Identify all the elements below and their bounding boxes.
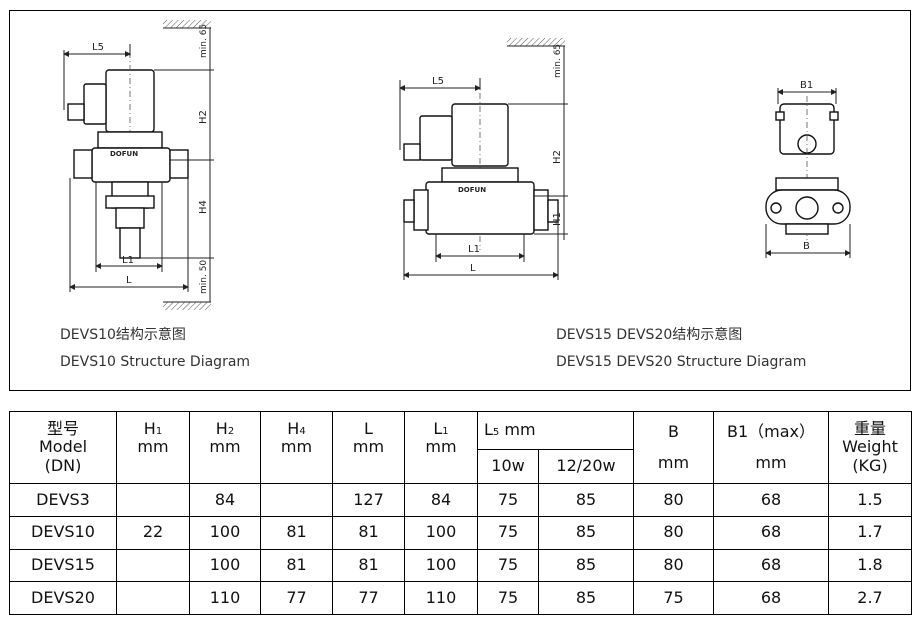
value-cell: 81 — [260, 548, 333, 583]
structure-drawings: DOFUN L5 L1 L min. 65 H2 H4 min. 50 — [63, 20, 851, 310]
devs10-drawing: DOFUN L5 L1 L min. 65 H2 H4 min. 50 — [63, 20, 214, 310]
model-cell: DEVS10 — [9, 515, 117, 550]
devs15-20-drawing: DOFUN L5 L1 L min. 65 H2 H1 — [399, 38, 568, 280]
value-cell: 75 — [633, 581, 714, 615]
header-l5-10w: 10w — [477, 449, 539, 484]
value-cell: 100 — [189, 548, 261, 583]
header-h2: H2 mm — [189, 411, 261, 484]
value-cell: 110 — [189, 581, 261, 615]
devs10-min50-label: min. 50 — [199, 260, 209, 294]
value-cell: 81 — [332, 548, 405, 583]
spec-table: 型号 Model (DN) H1 mm H2 mm H4 mm L mm L1 … — [9, 411, 912, 615]
value-cell: 2.7 — [828, 581, 912, 615]
value-cell: 75 — [477, 483, 539, 517]
value-cell: 85 — [538, 483, 634, 517]
value-cell: 127 — [332, 483, 405, 517]
value-cell: 77 — [332, 581, 405, 615]
devs10-brand: DOFUN — [110, 150, 138, 158]
value-cell — [116, 548, 190, 583]
table-header-row-1: 型号 Model (DN) H1 mm H2 mm H4 mm L mm L1 … — [9, 411, 912, 484]
devs10-min65-label: min. 65 — [199, 24, 209, 58]
value-cell: 84 — [404, 483, 478, 517]
model-cell: DEVS20 — [9, 581, 117, 615]
value-cell: 68 — [713, 581, 829, 615]
value-cell — [116, 483, 190, 517]
value-cell: 75 — [477, 581, 539, 615]
value-cell: 81 — [332, 515, 405, 550]
value-cell: 84 — [189, 483, 261, 517]
value-cell: 80 — [633, 515, 714, 550]
value-cell: 85 — [538, 548, 634, 583]
header-l1: L1 mm — [404, 411, 478, 484]
value-cell: 68 — [713, 548, 829, 583]
value-cell: 85 — [538, 581, 634, 615]
header-l5: L5 mm — [477, 411, 634, 450]
value-cell: 100 — [404, 515, 478, 550]
header-h4: H4 mm — [260, 411, 333, 484]
header-model: 型号 Model (DN) — [9, 411, 117, 484]
value-cell: 68 — [713, 515, 829, 550]
devs15-20-caption-cn: DEVS15 DEVS20结构示意图 — [556, 327, 743, 343]
devs10-h4-label: H4 — [198, 200, 209, 214]
value-cell: 1.7 — [828, 515, 912, 550]
devs10-l-label: L — [126, 275, 132, 286]
header-h1: H1 mm — [116, 411, 190, 484]
side-b-label: B — [803, 241, 810, 252]
model-cell: DEVS3 — [9, 483, 117, 517]
value-cell: 100 — [189, 515, 261, 550]
value-cell — [260, 483, 333, 517]
value-cell: 80 — [633, 483, 714, 517]
header-l5-12-20w: 12/20w — [538, 449, 634, 484]
devs15-l-label: L — [470, 263, 476, 274]
value-cell: 22 — [116, 515, 190, 550]
devs10-h2-label: H2 — [198, 110, 209, 124]
value-cell: 110 — [404, 581, 478, 615]
devs15-min65-label: min. 65 — [553, 44, 563, 78]
devs15-l5-label: L5 — [432, 76, 444, 87]
devs10-caption-cn: DEVS10结构示意图 — [60, 327, 186, 343]
header-b: B mm — [633, 411, 714, 484]
devs15-20-caption-en: DEVS15 DEVS20 Structure Diagram — [556, 354, 807, 370]
side-b1-label: B1 — [800, 80, 813, 91]
value-cell: 68 — [713, 483, 829, 517]
devs10-l1-label: L1 — [122, 255, 134, 266]
value-cell: 75 — [477, 548, 539, 583]
value-cell: 1.5 — [828, 483, 912, 517]
value-cell: 80 — [633, 548, 714, 583]
devs10-caption-en: DEVS10 Structure Diagram — [60, 354, 251, 370]
header-l: L mm — [332, 411, 405, 484]
header-b1: B1（max） mm — [713, 411, 829, 484]
diagram-panel — [9, 10, 911, 391]
devs15-h2-label: H2 — [552, 150, 563, 164]
model-cell: DEVS15 — [9, 548, 117, 583]
side-view-drawing: B1 B — [765, 80, 851, 258]
value-cell: 100 — [404, 548, 478, 583]
devs15-brand: DOFUN — [458, 186, 486, 194]
value-cell: 77 — [260, 581, 333, 615]
value-cell: 81 — [260, 515, 333, 550]
table-header-row-2: 10w 12/20w — [10, 449, 912, 484]
value-cell — [116, 581, 190, 615]
value-cell: 85 — [538, 515, 634, 550]
devs10-l5-label: L5 — [92, 42, 104, 53]
devs15-h1-label: H1 — [552, 212, 563, 226]
header-weight: 重量 Weight (KG) — [828, 411, 912, 484]
value-cell: 75 — [477, 515, 539, 550]
value-cell: 1.8 — [828, 548, 912, 583]
devs15-l1-label: L1 — [468, 244, 480, 255]
